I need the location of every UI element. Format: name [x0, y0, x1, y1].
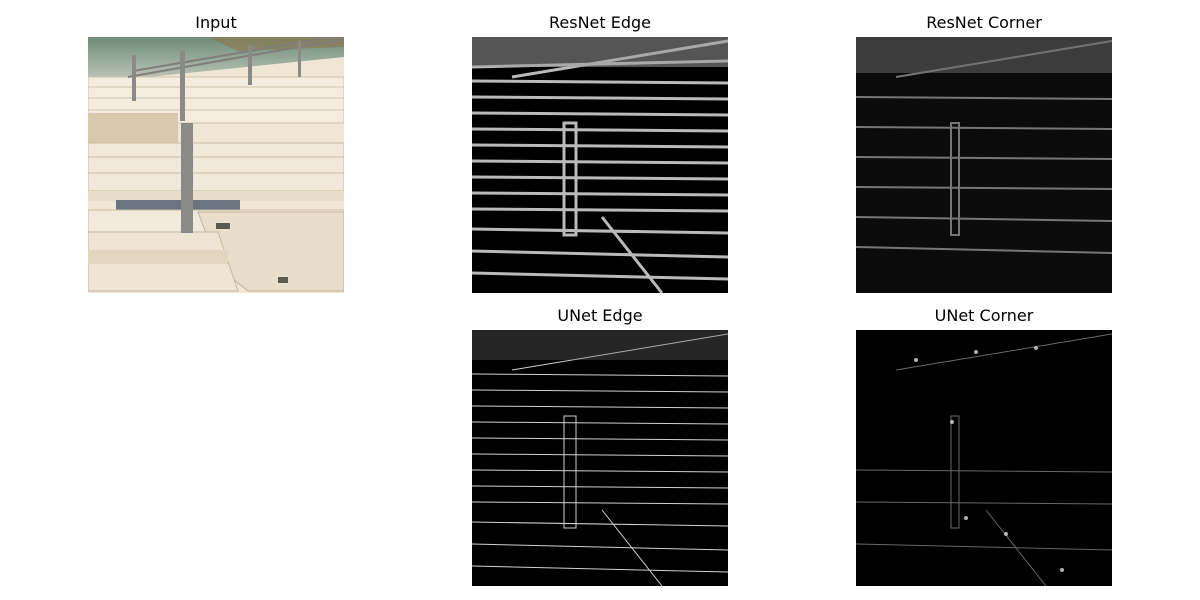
resnet-corner-image [856, 37, 1112, 293]
unet-corner-image [856, 330, 1112, 586]
input-image [88, 37, 344, 293]
unet-edge-title: UNet Edge [557, 306, 643, 325]
resnet-corner-title: ResNet Corner [926, 13, 1042, 32]
unet-corner-title: UNet Corner [934, 306, 1034, 325]
unet-edge-image [472, 330, 728, 586]
resnet-edge-image [472, 37, 728, 293]
input-title: Input [195, 13, 237, 32]
resnet-edge-title: ResNet Edge [548, 13, 651, 32]
